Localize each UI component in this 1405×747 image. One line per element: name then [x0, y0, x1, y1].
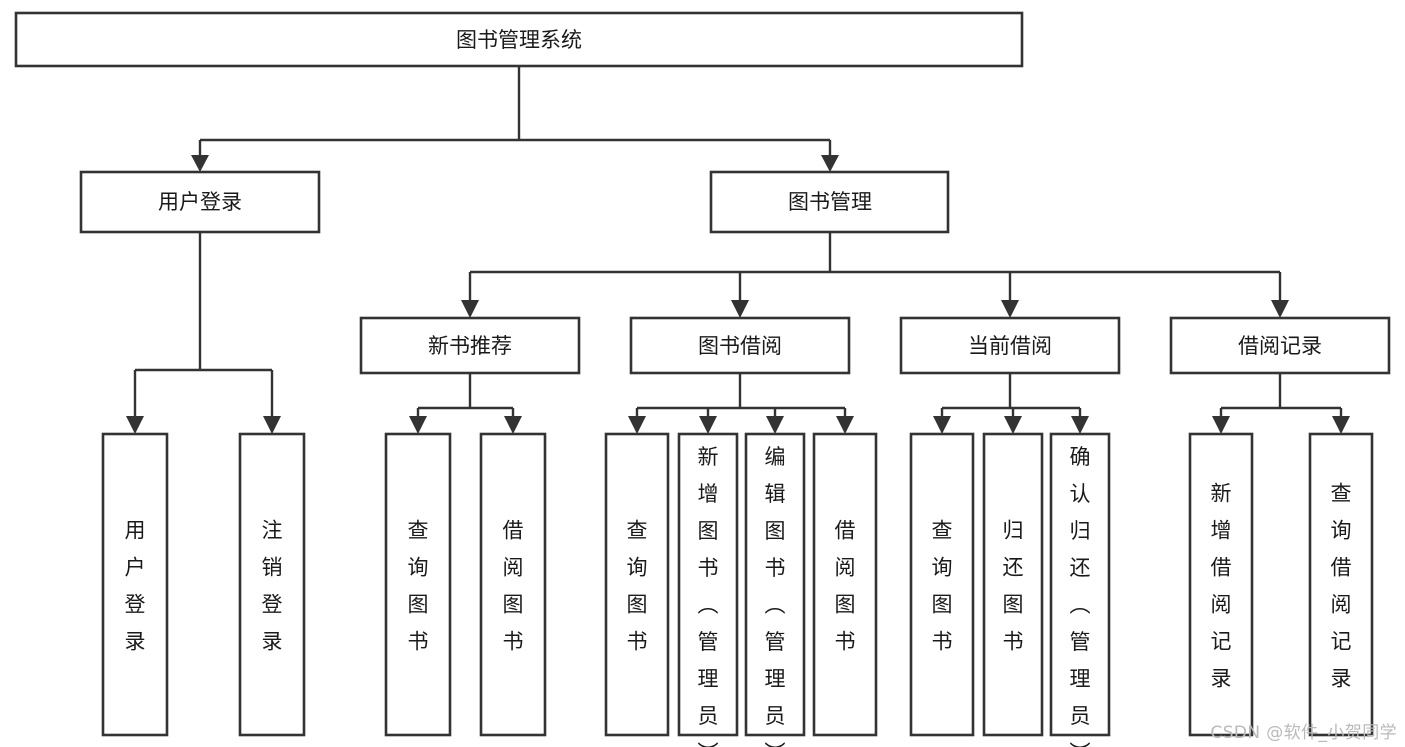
node-leaf-borrow-book-1[interactable]: 借阅图书	[479, 432, 547, 737]
node-user-login-label: 用户登录	[158, 190, 242, 214]
arrowhead-new-book-rec	[461, 300, 479, 318]
node-leaf-edit-book-box[interactable]	[744, 432, 806, 737]
arrowhead-leaf-add-book	[699, 416, 717, 434]
node-leaf-query-book-1[interactable]: 查询图书	[384, 432, 452, 737]
node-book-manage[interactable]: 图书管理	[709, 170, 950, 234]
csdn-watermark: CSDN @软件_小贺同学	[1210, 723, 1397, 743]
node-leaf-logout[interactable]: 注销登录	[238, 432, 306, 737]
arrowhead-borrow-record	[1271, 300, 1289, 318]
arrowhead-book-borrow	[731, 300, 749, 318]
node-leaf-return-book[interactable]: 归还图书	[982, 432, 1044, 737]
node-current-borrow-label: 当前借阅	[968, 334, 1052, 358]
node-book-manage-label: 图书管理	[788, 190, 872, 214]
node-leaf-return-book-box[interactable]	[982, 432, 1044, 737]
node-leaf-confirm-return-label: 确认归还︵管理员︶	[1070, 445, 1091, 747]
node-borrow-record-label: 借阅记录	[1238, 334, 1322, 358]
node-leaf-query-record[interactable]: 查询借阅记录	[1308, 432, 1374, 737]
connectors-new-book-rec-to-leaves	[409, 373, 522, 434]
node-book-borrow-label: 图书借阅	[698, 334, 782, 358]
node-borrow-record[interactable]: 借阅记录	[1169, 316, 1391, 375]
arrowhead-leaf-confirm-return	[1071, 416, 1089, 434]
node-borrow-record-box[interactable]	[1169, 316, 1391, 375]
node-leaf-query-record-label: 查询借阅记录	[1331, 482, 1352, 691]
node-leaf-borrow-book-1-label: 借阅图书	[503, 519, 524, 654]
node-leaf-return-book-label: 归还图书	[1003, 519, 1024, 654]
connectors-user-login-to-leaves	[126, 232, 281, 434]
arrowhead-leaf-query-book-2	[628, 416, 646, 434]
node-current-borrow-box[interactable]	[899, 316, 1121, 375]
connectors-current-borrow-to-leaves	[933, 373, 1089, 434]
node-leaf-query-book-3-box[interactable]	[909, 432, 975, 737]
node-leaf-query-book-2-box[interactable]	[604, 432, 670, 737]
node-root-box[interactable]	[14, 11, 1024, 68]
node-leaf-add-record-label: 新增借阅记录	[1211, 482, 1232, 691]
node-leaf-query-book-3-label: 查询图书	[932, 519, 953, 654]
arrowhead-book-manage	[821, 155, 839, 172]
node-user-login[interactable]: 用户登录	[79, 170, 321, 234]
node-leaf-confirm-return-box[interactable]	[1049, 432, 1111, 737]
node-leaf-user-login-box[interactable]	[101, 432, 169, 737]
node-leaf-borrow-book-2-box[interactable]	[812, 432, 878, 737]
node-leaf-query-book-2-label: 查询图书	[627, 519, 648, 654]
connectors-root-to-level2	[191, 66, 839, 172]
node-user-login-box[interactable]	[79, 170, 321, 234]
node-leaf-query-book-1-label: 查询图书	[408, 519, 429, 654]
node-leaf-user-login-label: 用户登录	[125, 519, 146, 654]
node-leaf-borrow-book-2[interactable]: 借阅图书	[812, 432, 878, 737]
node-leaf-add-book-box[interactable]	[677, 432, 739, 737]
node-leaf-user-login[interactable]: 用户登录	[101, 432, 169, 737]
arrowhead-leaf-edit-book	[766, 416, 784, 434]
node-new-book-rec-label: 新书推荐	[428, 334, 512, 358]
connectors-book-borrow-to-leaves	[628, 373, 854, 434]
node-leaf-query-record-box[interactable]	[1308, 432, 1374, 737]
node-root[interactable]: 图书管理系统	[14, 11, 1024, 68]
node-leaf-borrow-book-2-label: 借阅图书	[835, 519, 856, 654]
arrowhead-leaf-logout	[263, 416, 281, 434]
arrowhead-leaf-query-book-3	[933, 416, 951, 434]
arrowhead-leaf-user-login	[126, 416, 144, 434]
node-book-borrow[interactable]: 图书借阅	[629, 316, 851, 375]
node-leaf-add-book[interactable]: 新增图书︵管理员︶	[677, 432, 739, 747]
node-book-manage-box[interactable]	[709, 170, 950, 234]
arrowhead-leaf-borrow-book-2	[836, 416, 854, 434]
arrowhead-current-borrow	[1001, 300, 1019, 318]
node-leaf-query-book-1-box[interactable]	[384, 432, 452, 737]
node-leaf-logout-box[interactable]	[238, 432, 306, 737]
node-leaf-add-book-label: 新增图书︵管理员︶	[698, 445, 719, 747]
arrowhead-leaf-query-book-1	[409, 416, 427, 434]
node-leaf-add-record[interactable]: 新增借阅记录	[1188, 432, 1254, 737]
connectors-borrow-record-to-leaves	[1212, 373, 1350, 434]
node-root-label: 图书管理系统	[456, 28, 582, 52]
arrowhead-leaf-return-book	[1004, 416, 1022, 434]
node-leaf-add-record-box[interactable]	[1188, 432, 1254, 737]
connectors-book-manage-to-level3	[461, 232, 1289, 318]
node-leaf-borrow-book-1-box[interactable]	[479, 432, 547, 737]
node-leaf-query-book-2[interactable]: 查询图书	[604, 432, 670, 737]
node-new-book-rec-box[interactable]	[359, 316, 581, 375]
node-leaf-edit-book[interactable]: 编辑图书︵管理员︶	[744, 432, 806, 747]
node-new-book-rec[interactable]: 新书推荐	[359, 316, 581, 375]
node-leaf-edit-book-label: 编辑图书︵管理员︶	[765, 445, 786, 747]
arrowhead-leaf-add-record	[1212, 416, 1230, 434]
node-leaf-query-book-3[interactable]: 查询图书	[909, 432, 975, 737]
arrowhead-leaf-borrow-book-1	[504, 416, 522, 434]
arrowhead-user-login	[191, 155, 209, 172]
node-leaf-logout-label: 注销登录	[262, 519, 283, 654]
node-book-borrow-box[interactable]	[629, 316, 851, 375]
node-leaf-confirm-return[interactable]: 确认归还︵管理员︶	[1049, 432, 1111, 747]
arrowhead-leaf-query-record	[1332, 416, 1350, 434]
node-current-borrow[interactable]: 当前借阅	[899, 316, 1121, 375]
leaf-nodes-layer: 用户登录 注销登录 查询图书 借阅图书 查询图书 新增图书︵管理员︶ 编辑图书︵管理员︶ 借阅…	[101, 432, 1374, 747]
